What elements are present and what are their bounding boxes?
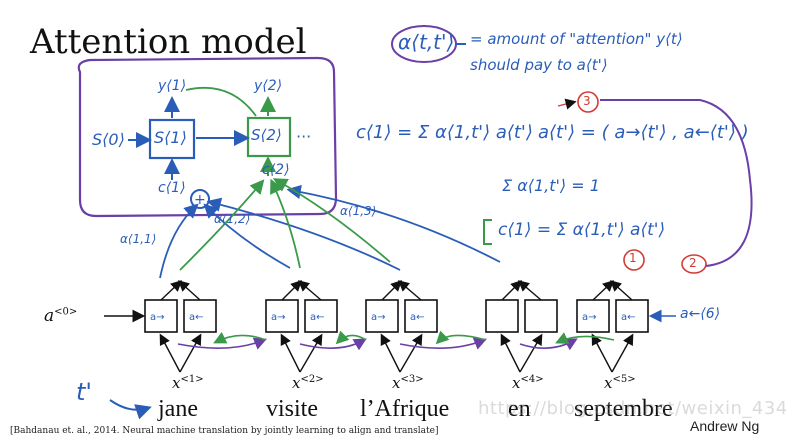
circle-label-2: 2 (689, 256, 697, 270)
author-name: Andrew Ng (690, 418, 760, 434)
attention-line-green-3 (272, 178, 391, 263)
context-eq2: c⟨1⟩ = Σ α⟨1,t'⟩ a⟨t'⟩ (498, 220, 666, 240)
svg-text:a→: a→ (150, 312, 165, 323)
svg-text:···: ··· (296, 127, 311, 146)
attention-line-3 (206, 197, 401, 271)
c1-label: c⟨1⟩ (158, 180, 186, 196)
svg-text:+: + (194, 192, 206, 208)
x-label-2: x<2> (292, 374, 324, 392)
arrow-to-3 (557, 98, 577, 110)
svg-text:a→: a→ (271, 312, 286, 323)
y2-label: y⟨2⟩ (254, 78, 283, 94)
input-word-5: septembre (574, 396, 673, 422)
red-circle-2 (681, 254, 707, 274)
s2-label: S⟨2⟩ (251, 126, 282, 144)
loop-2-to-3 (600, 99, 753, 267)
encoder-cells (144, 299, 649, 333)
attention-line-4 (286, 184, 501, 263)
sum-alpha: Σ α⟨1,t'⟩ = 1 (502, 176, 600, 195)
attention-line-green-2 (270, 178, 301, 269)
s1-label: S⟨1⟩ (154, 128, 187, 147)
input-word-3: l’Afrique (360, 396, 450, 422)
x-label-5: x<5> (604, 374, 636, 392)
alpha13-label: α⟨1,3⟩ (340, 204, 377, 218)
input-word-4: en (508, 396, 531, 422)
x-label-3: x<3> (392, 374, 424, 392)
citation: [Bahdanau et. al., 2014. Neural machine … (10, 426, 439, 436)
svg-text:a→: a→ (582, 312, 597, 323)
context-eq-bracket (483, 219, 492, 245)
attention-line-1 (159, 203, 199, 279)
attention-line-green-1 (179, 179, 265, 271)
input-word-1: jane (158, 396, 198, 422)
svg-text:a→: a→ (371, 312, 386, 323)
circle-label-3: 3 (583, 94, 591, 108)
alpha-def-line2: should pay to a⟨t'⟩ (470, 56, 608, 74)
x-label-1: x<1> (172, 374, 204, 392)
s0-label: S⟨0⟩ (92, 130, 125, 149)
x-label-4: x<4> (512, 374, 544, 392)
input-word-2: visite (266, 396, 318, 422)
svg-text:a←: a← (621, 312, 636, 323)
svg-text:a←: a← (410, 312, 425, 323)
a6-label: a←⟨6⟩ (680, 306, 721, 322)
c2-label: c⟨2⟩ (262, 162, 290, 178)
slide-title: Attention model (30, 22, 307, 62)
circle-label-1: 1 (629, 251, 637, 265)
y1-label: y⟨1⟩ (158, 78, 187, 94)
alpha-def-line1: = amount of "attention" y⟨t⟩ (470, 30, 683, 48)
context-eq: c⟨1⟩ = Σ α⟨1,t'⟩ a⟨t'⟩ (356, 122, 533, 143)
alpha12-label: α⟨1,2⟩ (214, 212, 251, 226)
alpha-def-lhs: α⟨t,t'⟩ (398, 30, 455, 54)
svg-text:a←: a← (189, 312, 204, 323)
a-t-def: a⟨t'⟩ = ( a→⟨t'⟩ , a←⟨t'⟩ ) (538, 122, 749, 143)
attention-line-2 (203, 203, 291, 269)
red-circle-3 (577, 91, 599, 113)
decoder-outline (77, 56, 338, 218)
y1-to-s2-feedback (185, 86, 257, 117)
watermark: https://blog.csdn.net/weixin_43435313 (478, 398, 786, 419)
alpha11-label: α⟨1,1⟩ (120, 232, 157, 246)
red-circle-1 (623, 249, 645, 271)
t-prime-label: t' (76, 378, 93, 406)
a0-label: a<0> (44, 306, 78, 326)
svg-text:a←: a← (310, 312, 325, 323)
t-prime-arrow (109, 399, 152, 420)
